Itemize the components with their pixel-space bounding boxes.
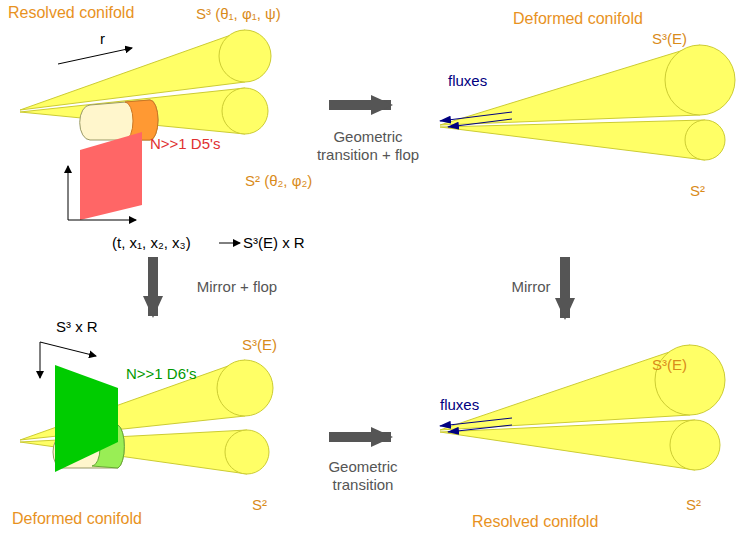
annotation-label: N>>1 D6's <box>126 365 196 382</box>
annotation-label: S³ (θ₁, φ₁, ψ) <box>196 5 281 22</box>
transition-arrow <box>329 432 391 442</box>
conifold-panel: Resolved conifold <box>395 320 747 560</box>
panel-title: Deformed conifold <box>12 510 142 528</box>
annotation-label: S² <box>690 182 705 199</box>
annotation-label: S² <box>686 496 701 513</box>
annotation-label: S³(E) x R <box>243 234 305 251</box>
conifold-panel: Resolved conifold <box>0 0 325 255</box>
panel-title: Deformed conifold <box>513 10 643 28</box>
annotation-label: N>>1 D5's <box>150 135 220 152</box>
conifold-panel: Deformed conifold <box>395 0 747 255</box>
annotation-label: S³ x R <box>56 318 98 335</box>
annotation-label: S³(E) <box>652 30 687 47</box>
arrow-label: Mirror <box>505 278 557 296</box>
transition-arrow <box>560 257 570 318</box>
transition-arrow <box>329 100 391 110</box>
panel-title: Resolved conifold <box>472 513 598 531</box>
annotation-label: r <box>100 30 105 47</box>
annotation-label: S² (θ₂, φ₂) <box>245 172 312 189</box>
annotation-label: S³(E) <box>652 356 687 373</box>
arrow-label: Geometric transition <box>313 458 413 494</box>
annotation-label: S² <box>252 496 267 513</box>
arrow-label: Mirror + flop <box>172 278 302 296</box>
annotation-label: S³(E) <box>242 336 277 353</box>
panel-title: Resolved conifold <box>8 4 134 22</box>
conifold-panel: Deformed conifold <box>0 318 325 560</box>
annotation-label: fluxes <box>440 396 479 413</box>
arrow-label: Geometric transition + flop <box>313 128 423 164</box>
annotation-label: fluxes <box>448 72 487 89</box>
transition-arrow <box>148 257 158 316</box>
annotation-label: (t, x₁, x₂, x₃) <box>112 234 191 251</box>
